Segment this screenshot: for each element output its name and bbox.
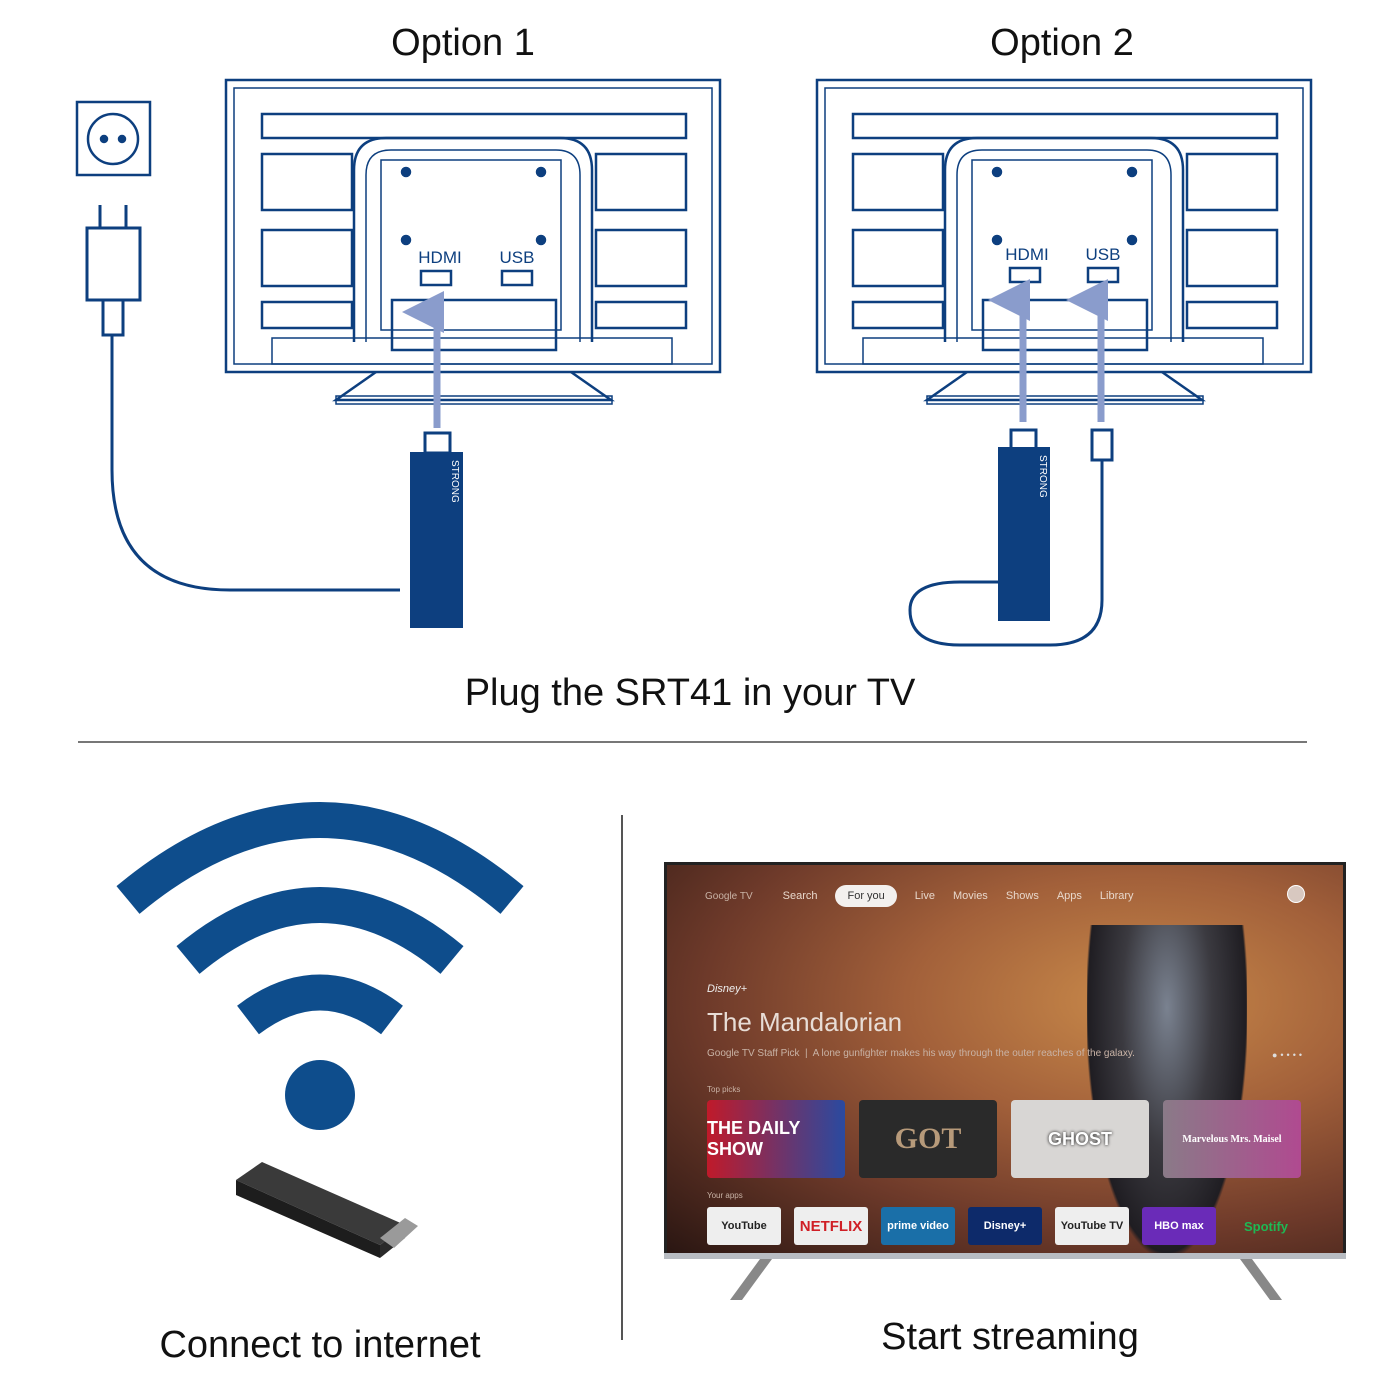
google-tv-logo: Google TV xyxy=(705,890,753,902)
wifi-dot-icon xyxy=(285,1060,355,1130)
your-apps-label: Your apps xyxy=(707,1191,743,1200)
top-pick-card[interactable]: GOT xyxy=(859,1100,997,1178)
streaming-stick-option-2: STRONG xyxy=(998,428,1050,621)
hdmi-label: HDMI xyxy=(418,248,461,267)
staff-pick: Google TV Staff Pick xyxy=(707,1048,800,1059)
hero-description: A lone gunfighter makes his way through … xyxy=(812,1048,1135,1059)
power-socket-icon xyxy=(75,100,152,177)
nav-apps[interactable]: Apps xyxy=(1056,890,1082,902)
usb-cable-icon xyxy=(908,428,1114,647)
stick-brand: STRONG xyxy=(449,460,460,503)
nav-search[interactable]: Search xyxy=(782,890,818,902)
option-1-label: Option 1 xyxy=(391,22,535,64)
top-pick-card[interactable]: GHOST xyxy=(1011,1100,1149,1178)
usb-label: USB xyxy=(1086,245,1121,264)
streaming-stick-option-1: STRONG xyxy=(410,431,463,628)
top-pick-card[interactable]: THE DAILY SHOW xyxy=(707,1100,845,1178)
power-plug-icon xyxy=(85,205,400,592)
app-netflix[interactable]: NETFLIX xyxy=(794,1207,868,1245)
step-1-caption: Plug the SRT41 in your TV xyxy=(464,672,916,714)
step-3-caption: Start streaming xyxy=(881,1316,1139,1358)
hdmi-port-icon xyxy=(419,269,453,287)
tv-nav: Google TV Search For you Live Movies Sho… xyxy=(705,885,1134,907)
nav-shows[interactable]: Shows xyxy=(1005,890,1039,902)
app-hbo-max[interactable]: HBO max xyxy=(1142,1207,1216,1245)
hero-title: The Mandalorian xyxy=(707,1007,903,1037)
top-pick-card[interactable]: Marvelous Mrs. Maisel xyxy=(1163,1100,1301,1178)
usb-port-icon xyxy=(1086,266,1120,284)
hero-image xyxy=(1087,925,1247,1253)
provider-logo: Disney+ xyxy=(707,983,748,995)
usb-label: USB xyxy=(500,248,535,267)
tv-back-option-1 xyxy=(224,78,722,406)
option-2-label: Option 2 xyxy=(990,22,1134,64)
app-prime-video[interactable]: prime video xyxy=(881,1207,955,1245)
hdmi-label: HDMI xyxy=(1005,245,1048,264)
nav-live[interactable]: Live xyxy=(914,890,935,902)
tv-stand-leg xyxy=(730,1259,772,1300)
hero-subtitle: Google TV Staff Pick | A lone gunfighter… xyxy=(707,1048,1135,1059)
app-youtube-tv[interactable]: YouTube TV xyxy=(1055,1207,1129,1245)
nav-movies[interactable]: Movies xyxy=(952,890,988,902)
app-youtube[interactable]: YouTube xyxy=(707,1207,781,1245)
tv-screen: Google TV Search For you Live Movies Sho… xyxy=(667,865,1343,1253)
wifi-icon xyxy=(116,802,524,1035)
stick-brand: STRONG xyxy=(1037,455,1048,498)
carousel-dots[interactable]: ●•••• xyxy=(1271,1050,1305,1060)
avatar[interactable] xyxy=(1287,885,1305,903)
usb-port-icon xyxy=(500,269,534,287)
hdmi-port-icon xyxy=(1008,266,1042,284)
apps-row: YouTube NETFLIX prime video Disney+ YouT… xyxy=(707,1207,1303,1245)
app-spotify[interactable]: Spotify xyxy=(1243,1218,1289,1234)
tv-back-option-2 xyxy=(815,78,1313,406)
nav-for-you[interactable]: For you xyxy=(835,885,897,907)
streaming-stick-photo xyxy=(236,1162,418,1258)
top-picks-label: Top picks xyxy=(707,1085,741,1094)
app-disney-plus[interactable]: Disney+ xyxy=(968,1207,1042,1245)
step-2-caption: Connect to internet xyxy=(159,1324,481,1366)
tv-stand-leg xyxy=(1240,1259,1282,1300)
top-picks-row: THE DAILY SHOW GOT GHOST Marvelous Mrs. … xyxy=(707,1100,1301,1178)
nav-library[interactable]: Library xyxy=(1099,890,1134,902)
